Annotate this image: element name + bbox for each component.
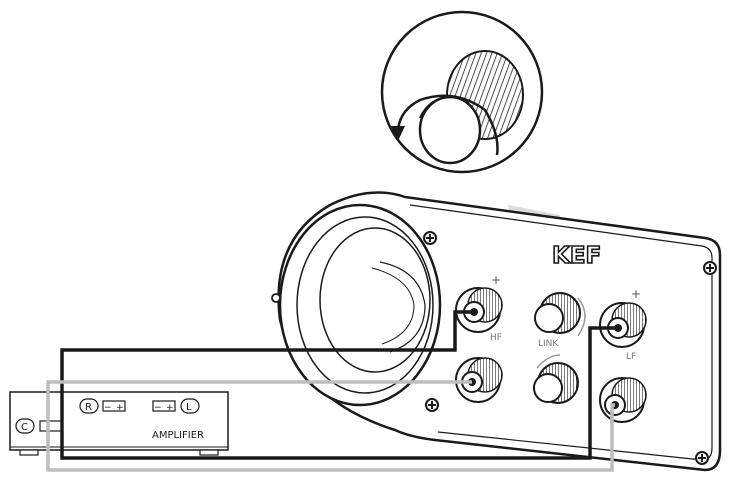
binding-post-hf-positive[interactable]	[455, 287, 503, 333]
screw-icon	[423, 231, 437, 245]
rotate-counterclockwise-arrow-icon	[391, 94, 499, 156]
svg-text:−: −	[104, 403, 112, 413]
wire-positive	[60, 310, 618, 460]
zoom-callout	[380, 10, 544, 174]
binding-post-lf-positive[interactable]	[599, 302, 647, 348]
hf-plus-symbol: +	[491, 273, 501, 287]
channel-right-label: R	[85, 402, 92, 413]
svg-text:+: +	[116, 403, 124, 413]
terminal-pair-center[interactable]	[39, 420, 63, 432]
lf-plus-symbol: +	[631, 287, 641, 301]
channel-right-badge: R	[79, 398, 99, 414]
terminal-pair-right[interactable]: − +	[102, 400, 126, 413]
link-knob-lower[interactable]	[533, 354, 579, 404]
terminal-pair-left[interactable]: − +	[152, 400, 176, 413]
channel-center-label: C	[21, 422, 28, 433]
lf-label: LF	[626, 352, 636, 362]
screw-icon	[271, 293, 281, 303]
amplifier-label: AMPLIFIER	[152, 430, 204, 441]
channel-center-badge: C	[15, 418, 35, 434]
bass-port-ring	[278, 203, 442, 407]
hf-label: HF	[490, 333, 502, 343]
screw-icon	[695, 451, 709, 465]
svg-text:+: +	[166, 403, 174, 413]
svg-text:−: −	[154, 403, 162, 413]
screw-icon	[703, 261, 717, 275]
binding-post-hf-negative[interactable]	[455, 357, 503, 403]
screw-icon	[425, 398, 439, 412]
wire-negative	[46, 380, 615, 472]
speaker-back-plate	[277, 191, 722, 472]
brand-logo: KEF	[552, 243, 601, 269]
link-knob-zoomed[interactable]	[418, 50, 524, 165]
link-label: LINK	[538, 339, 559, 349]
link-knob-icon[interactable]	[534, 292, 586, 337]
channel-left-badge: L	[180, 398, 200, 414]
channel-left-label: L	[186, 402, 192, 413]
